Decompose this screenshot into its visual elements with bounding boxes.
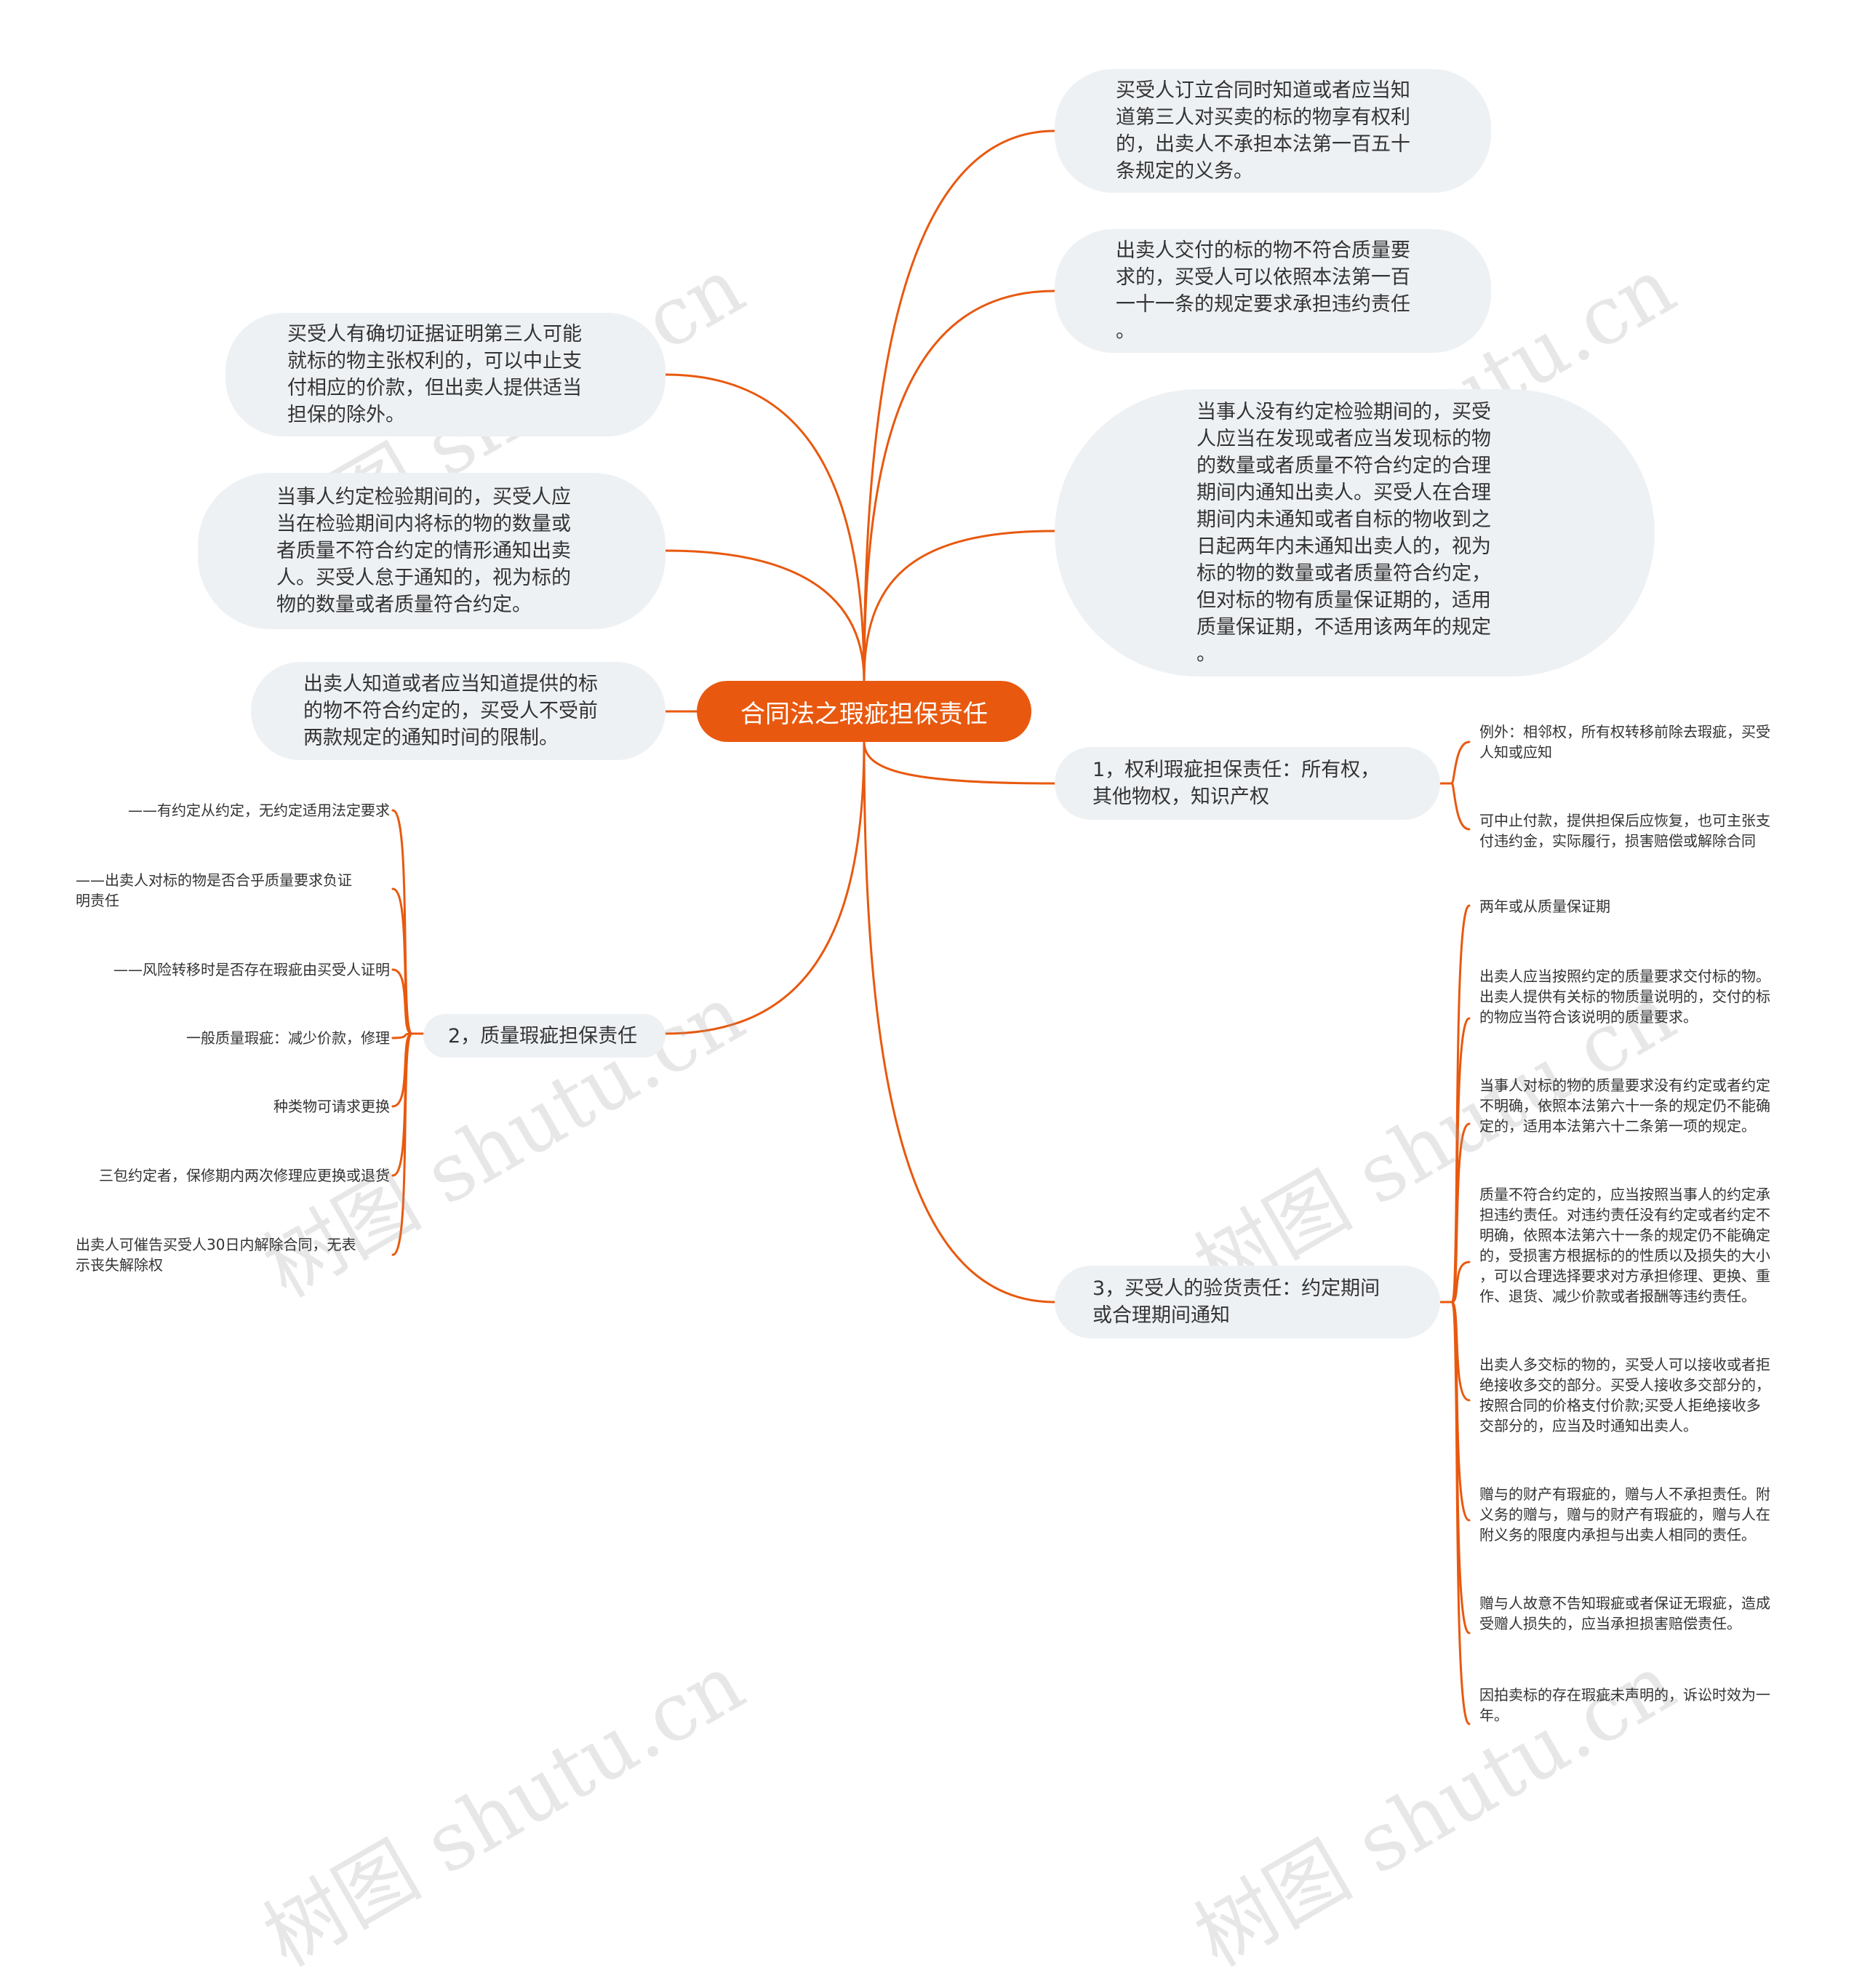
branch-label: 2，质量瑕疵担保责任 [448, 1024, 638, 1047]
branch-2-leaf-4[interactable]: 一般质量瑕疵：减少价款，修理 [186, 1029, 390, 1047]
right-note-1[interactable]: 买受人订立合同时知道或者应当知 道第三人对买卖的标的物享有权利 的，出卖人不承担… [1055, 69, 1491, 193]
connector-root-right-note-2 [863, 290, 1056, 682]
branch-2-leaf-6[interactable]: 三包约定者，保修期内两次修理应更换或退货 [99, 1167, 390, 1184]
left-note-3[interactable]: 出卖人知道或者应当知道提供的标 的物不符合约定的，买受人不受前 两款规定的通知时… [251, 662, 666, 760]
branch-2-leaf-5[interactable]: 种类物可请求更换 [273, 1098, 390, 1115]
branch-3-leaf-8[interactable]: 因拍卖标的存在瑕疵未声明的，诉讼时效为一 年。 [1479, 1686, 1770, 1724]
left-note-2[interactable]: 当事人约定检验期间的，买受人应 当在检验期间内将标的物的数量或 者质量不符合约定… [198, 473, 666, 629]
connector-b2-leaf-2 [391, 887, 413, 1035]
branch-2-leaf-1[interactable]: ——有约定从约定，无约定适用法定要求 [128, 802, 390, 819]
branch-3-leaf-4[interactable]: 质量不符合约定的，应当按照当事人的约定承 担违约责任。对违约责任没有约定或者约定… [1479, 1186, 1770, 1305]
right-note-3[interactable]: 当事人没有约定检验期间的，买受 人应当在发现或者应当发现标的物 的数量或者质量不… [1055, 389, 1655, 676]
branch-3-leaf-5[interactable]: 出卖人多交标的物的，买受人可以接收或者拒 绝接收多交的部分。买受人接收多交部分的… [1479, 1356, 1770, 1434]
connector-root-right-note-1 [863, 129, 1056, 682]
connector-b3-leaf-3 [1450, 1122, 1471, 1304]
connector-b3-leaf-4 [1450, 1261, 1471, 1304]
left-note-1[interactable]: 买受人有确切证据证明第三人可能 就标的物主张权利的，可以中止支 付相应的价款，但… [225, 313, 666, 436]
connector-b1-leaf-1 [1450, 740, 1471, 785]
branch-label: 1，权利瑕疵担保责任：所有权， 其他物权，知识产权 [1092, 759, 1380, 808]
branch-2-leaf-7[interactable]: 出卖人可催告买受人30日内解除合同，无表 示丧失解除权 [76, 1236, 356, 1274]
connector-b1-leaf-2 [1450, 782, 1471, 831]
connector-b2-leaf-7 [391, 1032, 413, 1256]
note-text: 买受人订立合同时知道或者应当知 道第三人对买卖的标的物享有权利 的，出卖人不承担… [1116, 79, 1410, 183]
connector-root-right-note-3 [863, 530, 1056, 682]
branch-1-leaf-2[interactable]: 可中止付款，提供担保后应恢复，也可主张支 付违约金，实际履行，损害赔偿或解除合同 [1479, 812, 1770, 850]
branch-label: 3，买受人的验货责任：约定期间 或合理期间通知 [1092, 1277, 1380, 1327]
branch-1-node[interactable]: 1，权利瑕疵担保责任：所有权， 其他物权，知识产权 [1055, 747, 1440, 820]
branch-3-leaf-6[interactable]: 赠与的财产有瑕疵的，赠与人不承担责任。附 义务的赠与，赠与的财产有瑕疵的，赠与人… [1479, 1485, 1770, 1544]
note-text: 出卖人知道或者应当知道提供的标 的物不符合约定的，买受人不受前 两款规定的通知时… [303, 673, 598, 749]
branch-2-leaf-3[interactable]: ——风险转移时是否存在瑕疵由买受人证明 [113, 961, 390, 978]
branch-3-leaf-2[interactable]: 出卖人应当按照约定的质量要求交付标的物。 出卖人提供有关标的物质量说明的，交付的… [1479, 967, 1770, 1026]
right-note-2[interactable]: 出卖人交付的标的物不符合质量要 求的，买受人可以依照本法第一百 一十一条的规定要… [1055, 229, 1491, 353]
connector-root-left-note-1 [664, 373, 866, 682]
connector-b3-leaf-8 [1450, 1301, 1471, 1725]
connector-root-left-note-2 [664, 549, 866, 682]
connector-root-branch-1 [863, 740, 1056, 785]
connector-b3-leaf-1 [1450, 904, 1471, 1304]
branch-2-leaf-2[interactable]: ——出卖人对标的物是否合乎质量要求负证 明责任 [76, 871, 352, 909]
note-text: 出卖人交付的标的物不符合质量要 求的，买受人可以依照本法第一百 一十一条的规定要… [1116, 239, 1410, 343]
branch-3-leaf-7[interactable]: 赠与人故意不告知瑕疵或者保证无瑕疵，造成 受赠人损失的，应当承担损害赔偿责任。 [1479, 1594, 1770, 1632]
connector-root-branch-2 [664, 740, 866, 1035]
branch-3-leaf-3[interactable]: 当事人对标的物的质量要求没有约定或者约定 不明确，依照本法第六十一条的规定仍不能… [1479, 1077, 1770, 1135]
branch-1-leaf-1[interactable]: 例外：相邻权，所有权转移前除去瑕疵，买受 人知或应知 [1479, 723, 1770, 761]
connector-layer [391, 129, 1471, 1725]
note-text: 当事人约定检验期间的，买受人应 当在检验期间内将标的物的数量或 者质量不符合约定… [276, 486, 571, 616]
note-text: 当事人没有约定检验期间的，买受 人应当在发现或者应当发现标的物 的数量或者质量不… [1196, 400, 1491, 666]
connector-b2-leaf-3 [391, 968, 413, 1035]
root-topic[interactable]: 合同法之瑕疵担保责任 [697, 681, 1031, 742]
branch-2-node[interactable]: 2，质量瑕疵担保责任 [423, 1014, 666, 1058]
connector-root-branch-3 [863, 740, 1056, 1304]
branch-3-node[interactable]: 3，买受人的验货责任：约定期间 或合理期间通知 [1055, 1266, 1440, 1338]
note-text: 买受人有确切证据证明第三人可能 就标的物主张权利的，可以中止支 付相应的价款，但… [287, 323, 582, 426]
branch-3-leaf-1[interactable]: 两年或从质量保证期 [1479, 898, 1610, 915]
